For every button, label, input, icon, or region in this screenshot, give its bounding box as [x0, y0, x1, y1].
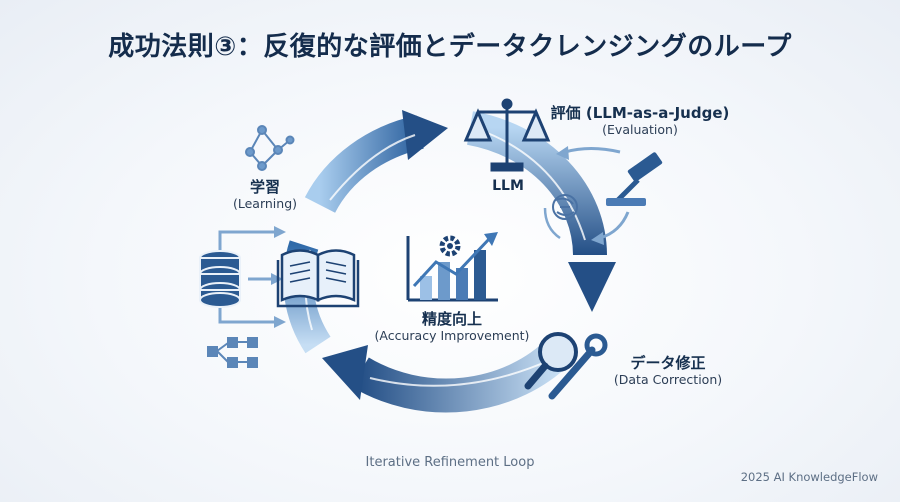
arrow-left-loop — [543, 207, 561, 240]
arrow-to-evaluation — [564, 147, 621, 154]
loop-arrow-bottom — [322, 337, 573, 413]
data-correction-label-jp: データ修正 — [630, 354, 706, 372]
accuracy-label-jp: 精度向上 — [421, 310, 482, 328]
data-correction-label-en: (Data Correction) — [613, 372, 723, 387]
loop-arrow-right — [466, 111, 616, 312]
page-title: 成功法則③：反復的な評価とデータクレンジングのループ — [108, 32, 792, 62]
evaluation-label-jp: 評価 (LLM-as-a-Judge) — [550, 104, 730, 122]
swirl-logo-icon — [552, 194, 578, 220]
accuracy-label-en: (Accuracy Improvement) — [374, 328, 530, 343]
bar-chart-icon — [406, 232, 498, 302]
flow-icon — [207, 337, 258, 368]
loop-caption: Iterative Refinement Loop — [365, 455, 535, 470]
light-streaks — [304, 129, 586, 387]
gavel-icon — [606, 152, 663, 206]
data-input-arrows — [218, 230, 275, 324]
learning-label: 学習 (Learning) — [215, 178, 315, 211]
accuracy-label: 精度向上 (Accuracy Improvement) — [362, 310, 542, 343]
footer-credit: 2025 AI KnowledgeFlow — [740, 470, 878, 484]
data-correction-label: データ修正 (Data Correction) — [598, 354, 738, 387]
book-icon — [276, 249, 360, 308]
scale-icon — [463, 98, 551, 172]
llm-tag: LLM — [492, 178, 524, 194]
gear-icon — [439, 235, 461, 257]
network-icon — [245, 125, 295, 171]
wrench-icon — [548, 333, 608, 400]
learning-label-en: (Learning) — [232, 196, 298, 211]
database-icon — [199, 250, 241, 308]
magnifier-icon — [524, 332, 578, 390]
evaluation-label: 評価 (LLM-as-a-Judge) (Evaluation) — [540, 104, 740, 137]
evaluation-label-en: (Evaluation) — [602, 122, 678, 137]
loop-arrow-top — [304, 110, 448, 214]
learning-label-jp: 学習 — [249, 178, 280, 196]
